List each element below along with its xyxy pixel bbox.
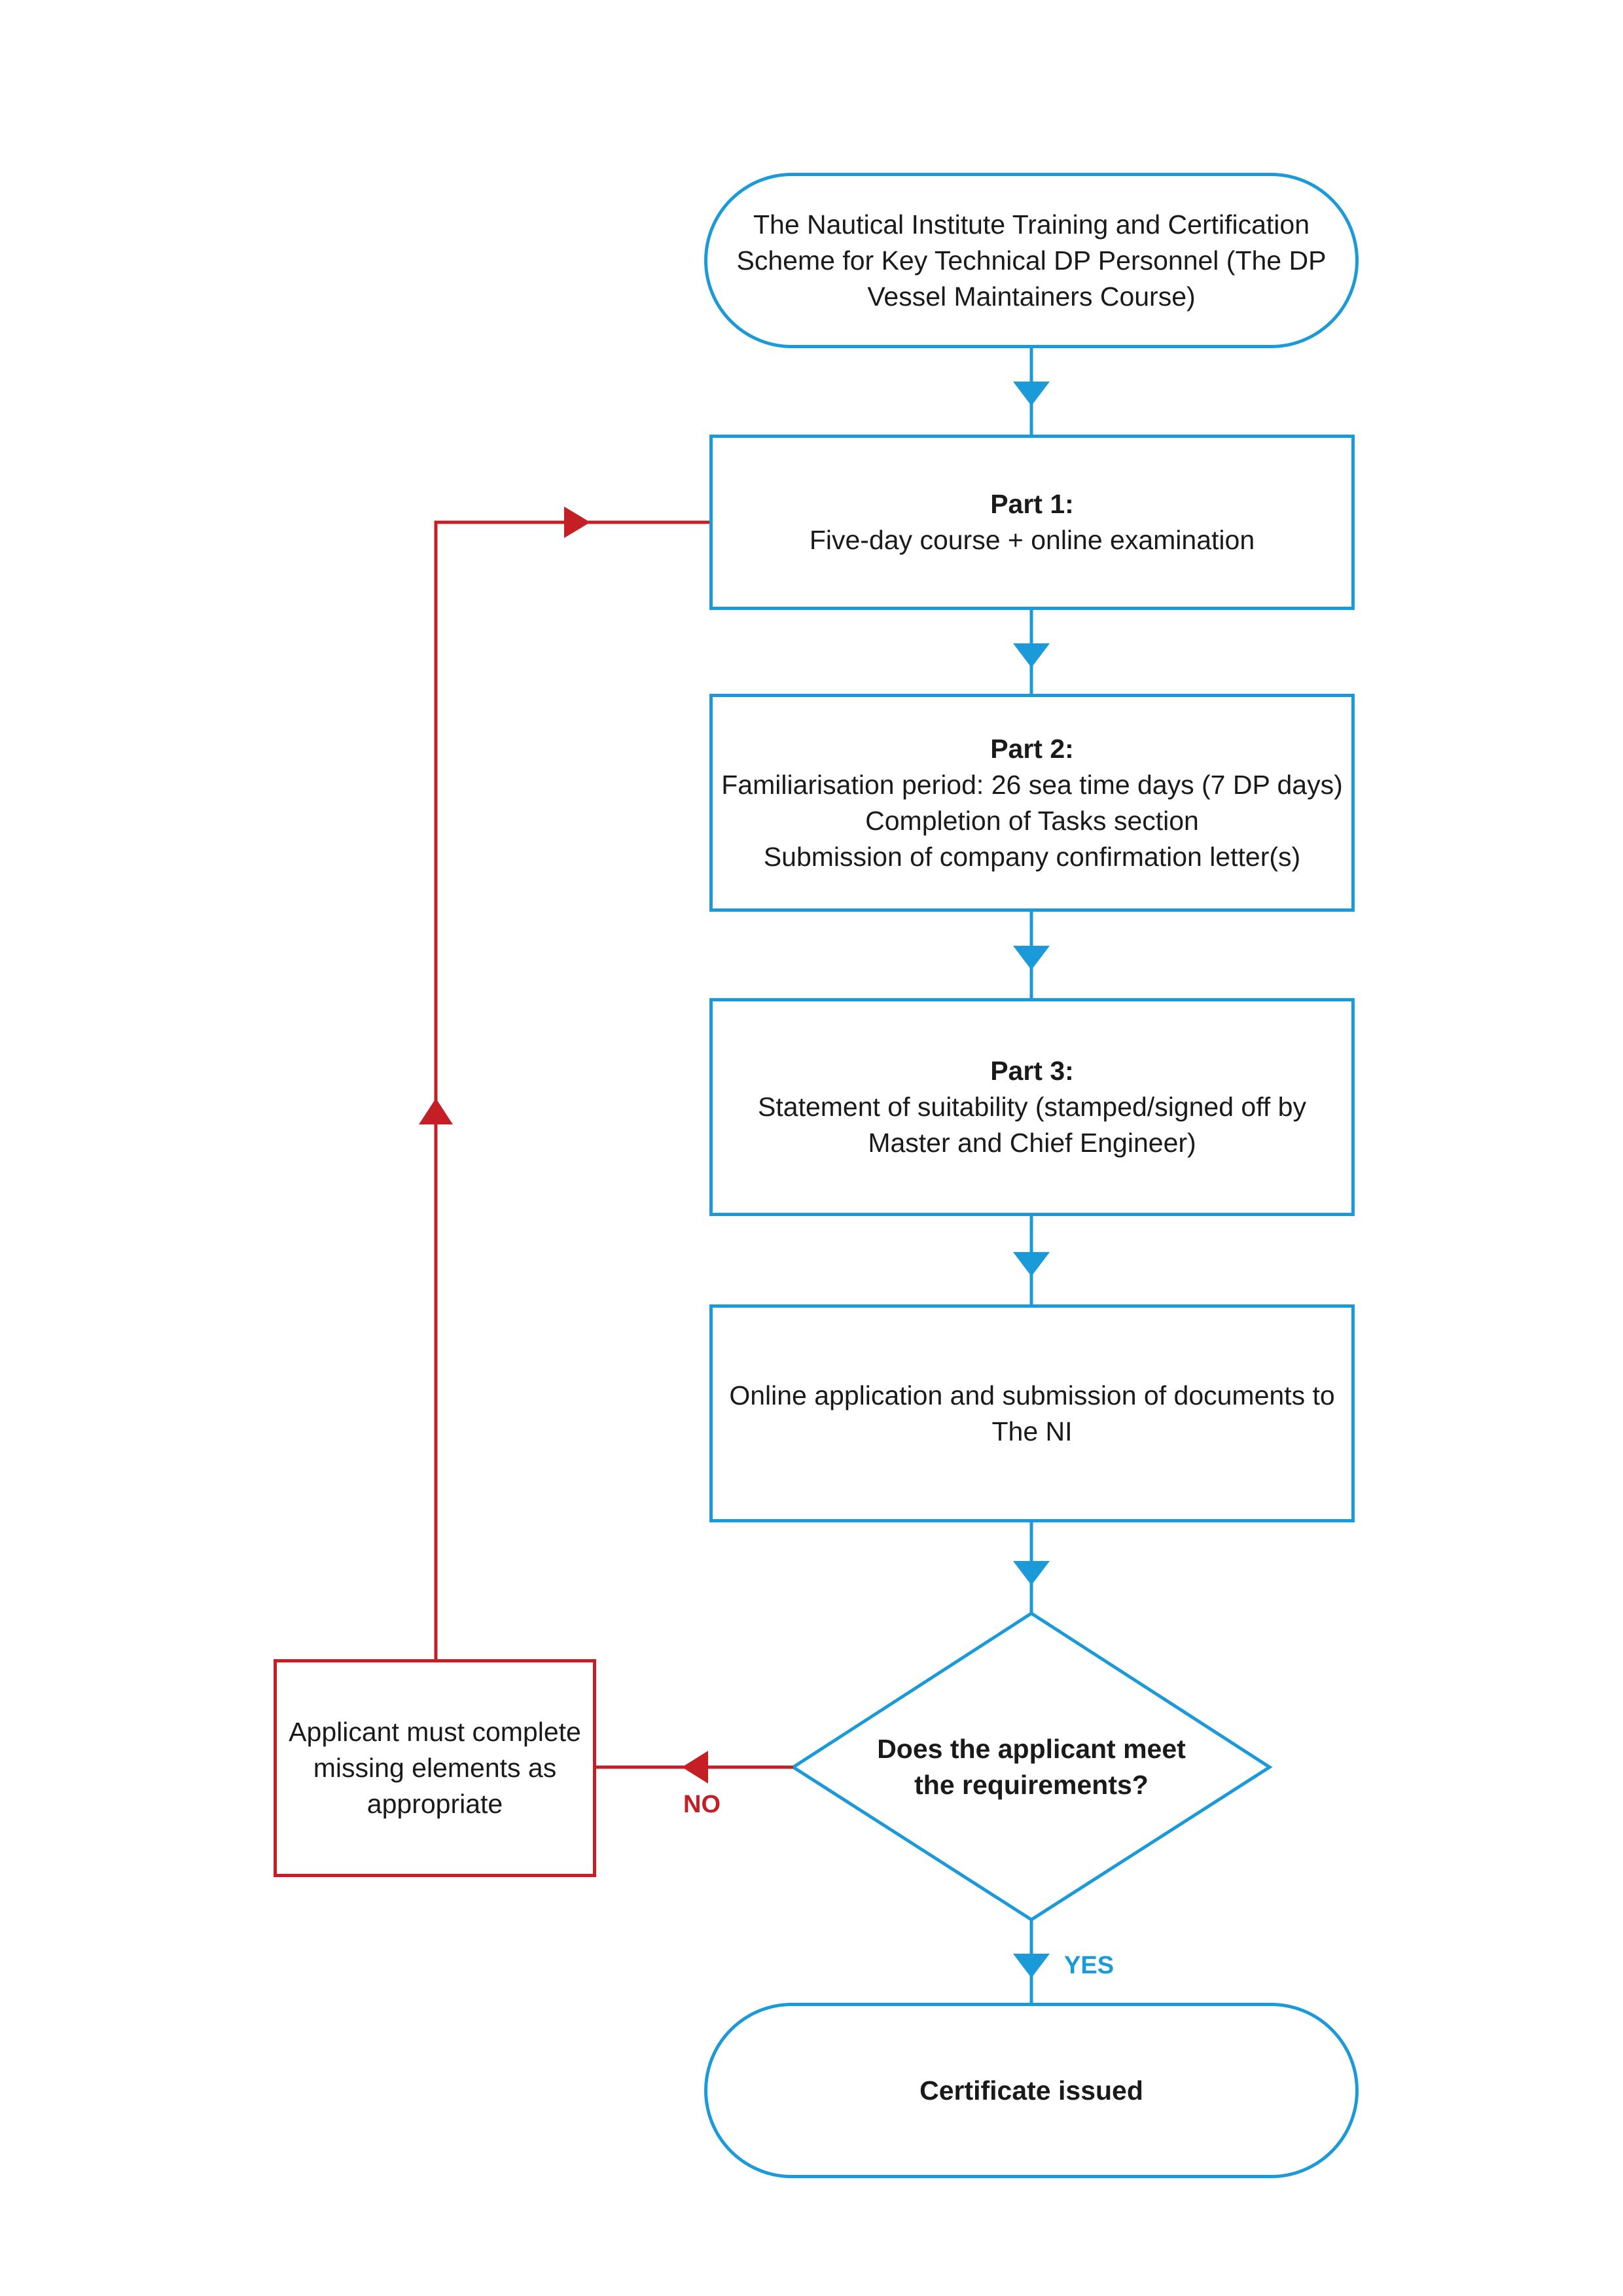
part3-line: Statement of suitability (stamped/signed…: [758, 1092, 1306, 1122]
part3-heading: Part 3:: [990, 1056, 1074, 1086]
part3-box: Part 3: Statement of suitability (stampe…: [709, 998, 1355, 1216]
remedy-line: Applicant must complete: [289, 1717, 581, 1747]
yes-label: YES: [1064, 1952, 1115, 1979]
application-box: Online application and submission of doc…: [709, 1304, 1355, 1522]
part2-line: Familiarisation period: 26 sea time days…: [721, 769, 1343, 800]
arrow-down-icon: [1013, 643, 1050, 668]
start-line: Vessel Maintainers Course): [867, 281, 1196, 312]
part2-line: Submission of company confirmation lette…: [763, 841, 1301, 872]
part1-heading: Part 1:: [990, 489, 1074, 519]
arrow-down-icon: [1013, 1561, 1050, 1585]
decision-line: Does the applicant meet: [877, 1734, 1186, 1764]
remedy-box: Applicant must complete missing elements…: [274, 1659, 596, 1877]
part1-box: Part 1: Five-day course + online examina…: [709, 435, 1355, 610]
part1-line: Five-day course + online examination: [809, 525, 1255, 555]
application-line: The NI: [991, 1416, 1073, 1446]
remedy-line: appropriate: [366, 1789, 503, 1819]
connector-remedy-to-part1: [434, 520, 709, 1659]
start-terminator: The Nautical Institute Training and Cert…: [704, 173, 1359, 348]
part3-line: Master and Chief Engineer): [868, 1128, 1196, 1158]
application-line: Online application and submission of doc…: [729, 1380, 1335, 1410]
arrow-left-icon: [682, 1751, 708, 1784]
arrow-down-icon: [1013, 946, 1050, 970]
part2-line: Completion of Tasks section: [865, 805, 1199, 836]
end-label: Certificate issued: [919, 2075, 1143, 2106]
arrow-down-icon: [1013, 1252, 1050, 1276]
remedy-line: missing elements as: [313, 1753, 557, 1783]
arrow-right-icon: [564, 507, 590, 538]
part2-heading: Part 2:: [990, 733, 1074, 764]
arrow-down-icon: [1013, 382, 1050, 406]
start-line: Scheme for Key Technical DP Personnel (T…: [736, 245, 1327, 276]
part2-box: Part 2: Familiarisation period: 26 sea t…: [709, 694, 1355, 912]
decision-line: the requirements?: [914, 1770, 1149, 1800]
start-line: The Nautical Institute Training and Cert…: [753, 209, 1310, 240]
arrow-up-icon: [419, 1098, 453, 1124]
arrow-down-icon: [1013, 1954, 1050, 1978]
end-terminator: Certificate issued: [704, 2003, 1359, 2178]
no-label: NO: [683, 1791, 721, 1818]
decision-diamond: [790, 1611, 1273, 1922]
decision-text: Does the applicant meet the requirements…: [825, 1695, 1238, 1839]
